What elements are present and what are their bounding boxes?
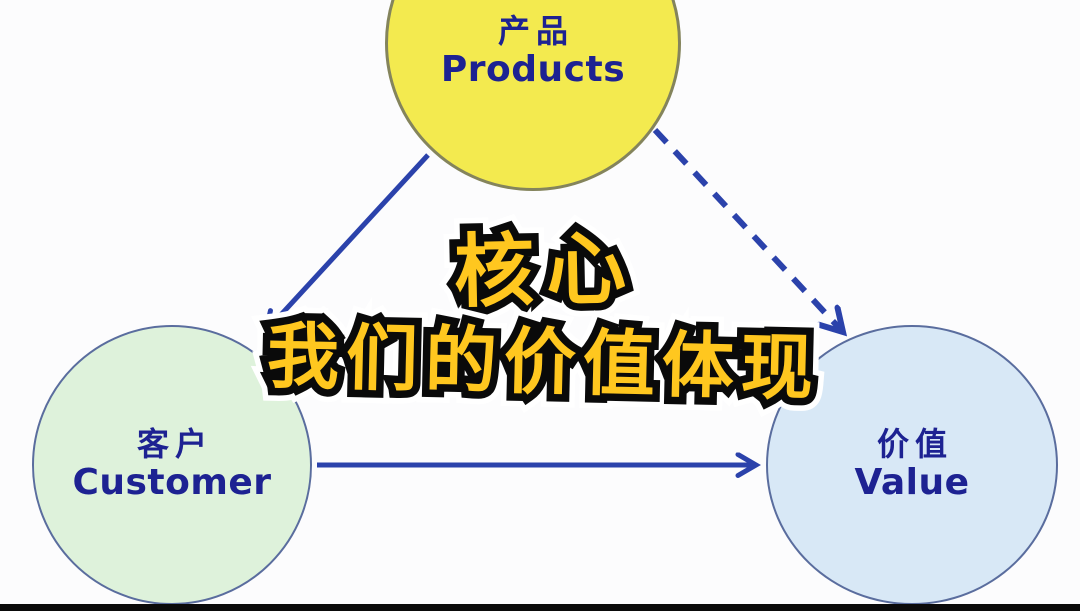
node-value: 价值 Value — [766, 325, 1058, 605]
node-customer-label-en: Customer — [72, 461, 272, 503]
node-customer-label-zh: 客户 — [136, 424, 213, 463]
node-products-label-en: Products — [440, 48, 626, 90]
arrow-products-to-customer — [266, 153, 430, 331]
node-value-label-en: Value — [854, 461, 970, 503]
node-value-label: 价值 Value — [854, 424, 970, 503]
node-products-label-zh: 产品 — [497, 11, 574, 50]
overlay-caption-line1: 核心 — [0, 211, 1080, 332]
bottom-letterbox-bar — [0, 604, 1080, 611]
arrow-products-to-value-dashed — [652, 127, 843, 332]
node-products: 产品 Products — [385, 0, 681, 191]
node-customer-label: 客户 Customer — [72, 424, 272, 503]
node-products-label: 产品 Products — [441, 0, 625, 90]
node-customer: 客户 Customer — [32, 325, 312, 605]
node-value-label-zh: 价值 — [876, 424, 953, 463]
